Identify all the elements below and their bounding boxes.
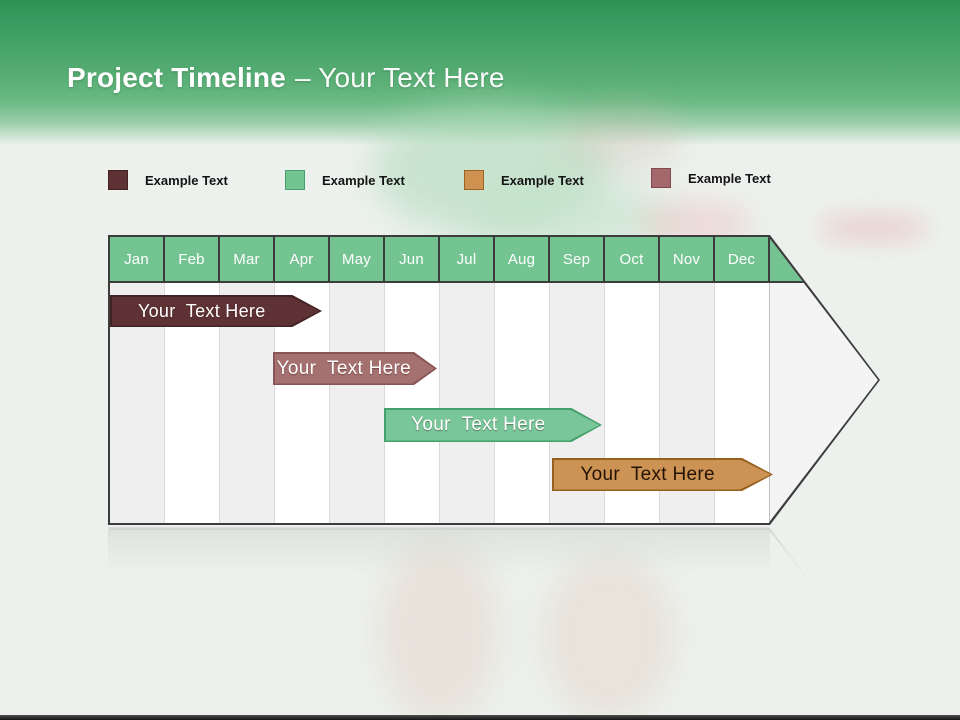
month-cell-may: May	[330, 237, 385, 281]
page-title-suffix: – Your Text Here	[294, 62, 505, 93]
grid-column	[385, 283, 440, 523]
legend-label: Example Text	[501, 172, 584, 188]
page-title-emphasis: Project Timeline	[67, 62, 286, 93]
task-bar-mauve: Your Text Here	[273, 352, 437, 385]
timeline-arrow-table: Jan Feb Mar Apr May Jun Jul Aug Sep Oct …	[108, 235, 880, 525]
timeline-month-header: Jan Feb Mar Apr May Jun Jul Aug Sep Oct …	[110, 237, 878, 283]
month-cell-mar: Mar	[220, 237, 275, 281]
task-bar-fill: Your Text Here	[385, 409, 600, 441]
legend-label: Example Text	[322, 172, 405, 188]
table-reflection-wash	[110, 529, 770, 575]
month-cell-nov: Nov	[660, 237, 715, 281]
slide-bottom-edge	[0, 715, 960, 720]
month-cell-apr: Apr	[275, 237, 330, 281]
task-bar-fill: Your Text Here	[111, 296, 320, 326]
grid-column	[330, 283, 385, 523]
legend-label: Example Text	[145, 172, 228, 188]
month-cell-oct: Oct	[605, 237, 660, 281]
month-cell-aug: Aug	[495, 237, 550, 281]
month-cell-dec: Dec	[715, 237, 770, 281]
task-bar-maroon: Your Text Here	[110, 295, 322, 327]
legend-swatch-maroon	[108, 170, 128, 190]
table-reflection-outline	[108, 527, 881, 674]
legend-swatch-orange	[464, 170, 484, 190]
month-cell-jun: Jun	[385, 237, 440, 281]
legend-label: Example Text	[688, 170, 771, 186]
timeline-surface: Jan Feb Mar Apr May Jun Jul Aug Sep Oct …	[110, 237, 878, 523]
legend-item: Example Text	[651, 167, 771, 189]
legend-swatch-green	[285, 170, 305, 190]
task-bar-label: Your Text Here	[580, 463, 715, 485]
legend-item: Example Text	[108, 169, 228, 191]
month-cell-jul: Jul	[440, 237, 495, 281]
page-title: Project Timeline – Your Text Here	[67, 61, 505, 95]
month-cell-jan: Jan	[110, 237, 165, 281]
task-bar-label: Your Text Here	[411, 414, 546, 435]
legend-item: Example Text	[285, 169, 405, 191]
grid-column	[440, 283, 495, 523]
task-bar-orange: Your Text Here	[552, 458, 773, 491]
legend-item: Example Text	[464, 169, 584, 191]
month-cell-sep: Sep	[550, 237, 605, 281]
month-cell-feb: Feb	[165, 237, 220, 281]
task-bar-label: Your Text Here	[137, 300, 266, 321]
legend-swatch-mauve	[651, 168, 671, 188]
month-row: Jan Feb Mar Apr May Jun Jul Aug Sep Oct …	[110, 237, 770, 281]
task-bar-green: Your Text Here	[384, 408, 602, 442]
task-bar-label: Your Text Here	[276, 357, 412, 379]
task-bar-fill: Your Text Here	[274, 353, 435, 384]
grid-column	[495, 283, 550, 523]
task-bar-fill: Your Text Here	[553, 459, 771, 490]
